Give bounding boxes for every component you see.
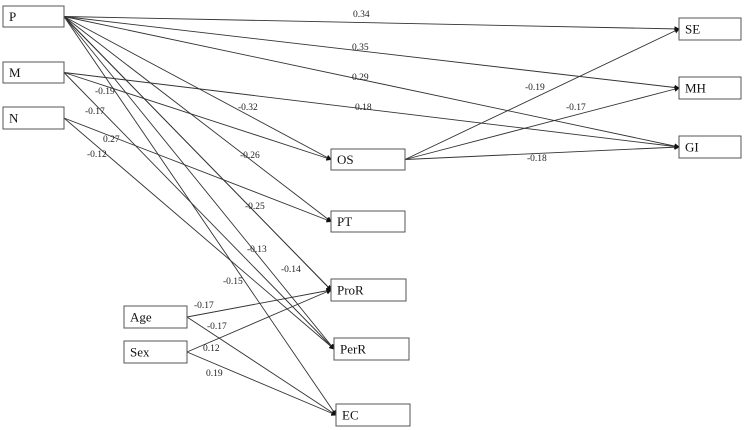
path-arrow-p-mh [63, 16, 680, 91]
path-arrow-p-pt [63, 16, 332, 223]
node-sex: Sex [123, 340, 188, 364]
path-arrow-n-perr [63, 117, 335, 350]
node-se: SE [678, 17, 742, 41]
node-label: PerR [340, 342, 366, 357]
node-os: OS [330, 148, 406, 171]
path-arrow-os-mh [404, 86, 680, 160]
node-label: PT [337, 214, 352, 229]
node-perr: PerR [333, 337, 410, 361]
node-box [678, 17, 742, 41]
path-coefficient: 0.29 [352, 73, 369, 83]
path-coefficient: -0.17 [85, 107, 105, 117]
node-label: SE [685, 22, 700, 37]
node-box [678, 76, 742, 100]
node-label: Age [130, 310, 152, 325]
path-arrow-p-ec [63, 16, 337, 416]
node-pt: PT [330, 210, 406, 233]
path-coefficient: -0.32 [238, 103, 258, 113]
path-coefficient: -0.19 [525, 83, 545, 93]
edge-labels: 0.34 0.35 0.29 0.18 -0.32 -0.19 -0.26 0.27 -0.25… [85, 10, 586, 379]
path-coefficient: -0.13 [247, 245, 267, 255]
path-coefficient: -0.14 [281, 265, 301, 275]
path-arrow-p-os [63, 16, 332, 160]
node-box [2, 5, 65, 28]
path-arrow-p-perr [63, 16, 335, 350]
path-arrow-age-pror [186, 288, 332, 318]
path-arrow-os-se [404, 28, 680, 160]
node-n: N [2, 106, 65, 130]
path-coefficient: 0.12 [203, 344, 220, 354]
path-coefficient: -0.19 [95, 87, 115, 97]
path-coefficient: 0.35 [352, 43, 369, 53]
node-box [335, 403, 411, 427]
path-arrow-m-perr [63, 72, 335, 350]
path-arrow-p-pror [63, 16, 332, 291]
node-box [123, 305, 188, 329]
path-coefficient: -0.17 [207, 322, 227, 332]
path-coefficient: -0.12 [87, 150, 107, 160]
path-coefficient: -0.17 [194, 301, 214, 311]
node-label: ProR [337, 283, 364, 298]
node-label: GI [685, 140, 699, 155]
node-pror: ProR [330, 278, 407, 302]
node-box [2, 106, 65, 130]
node-box [330, 278, 407, 302]
node-box [123, 340, 188, 364]
path-arrow-n-pt [63, 117, 332, 223]
path-coefficient: -0.25 [245, 202, 265, 212]
path-arrow-age-ec [186, 316, 337, 416]
node-box [330, 210, 406, 233]
path-arrow-p-gi [63, 16, 680, 149]
edges [63, 16, 680, 416]
node-label: Sex [130, 345, 150, 360]
path-arrow-sex-pror [186, 289, 332, 353]
path-coefficient: 0.27 [103, 135, 120, 145]
path-coefficient: 0.18 [355, 103, 372, 113]
path-coefficient: 0.19 [206, 369, 223, 379]
node-label: OS [337, 152, 354, 167]
node-m: M [2, 61, 65, 84]
node-label: EC [342, 408, 359, 423]
path-coefficient: -0.26 [240, 151, 260, 161]
node-mh: MH [678, 76, 742, 100]
node-label: P [9, 9, 16, 24]
node-box [330, 148, 406, 171]
node-p: P [2, 5, 65, 28]
node-box [333, 337, 410, 361]
path-arrow-p-se [63, 16, 680, 32]
node-label: MH [685, 81, 706, 96]
node-box [678, 135, 742, 159]
path-arrow-m-os [63, 72, 332, 161]
path-arrow-m-gi [63, 72, 680, 150]
node-label: N [9, 111, 19, 126]
node-box [2, 61, 65, 84]
path-arrow-sex-ec [186, 351, 337, 416]
node-ec: EC [335, 403, 411, 427]
node-gi: GI [678, 135, 742, 159]
path-coefficient: 0.34 [353, 10, 370, 20]
path-coefficient: -0.18 [527, 154, 547, 164]
path-coefficient: -0.15 [223, 277, 243, 287]
node-label: M [9, 65, 21, 80]
path-arrow-os-gi [404, 144, 680, 160]
path-coefficient: -0.17 [566, 103, 586, 113]
node-age: Age [123, 305, 188, 329]
